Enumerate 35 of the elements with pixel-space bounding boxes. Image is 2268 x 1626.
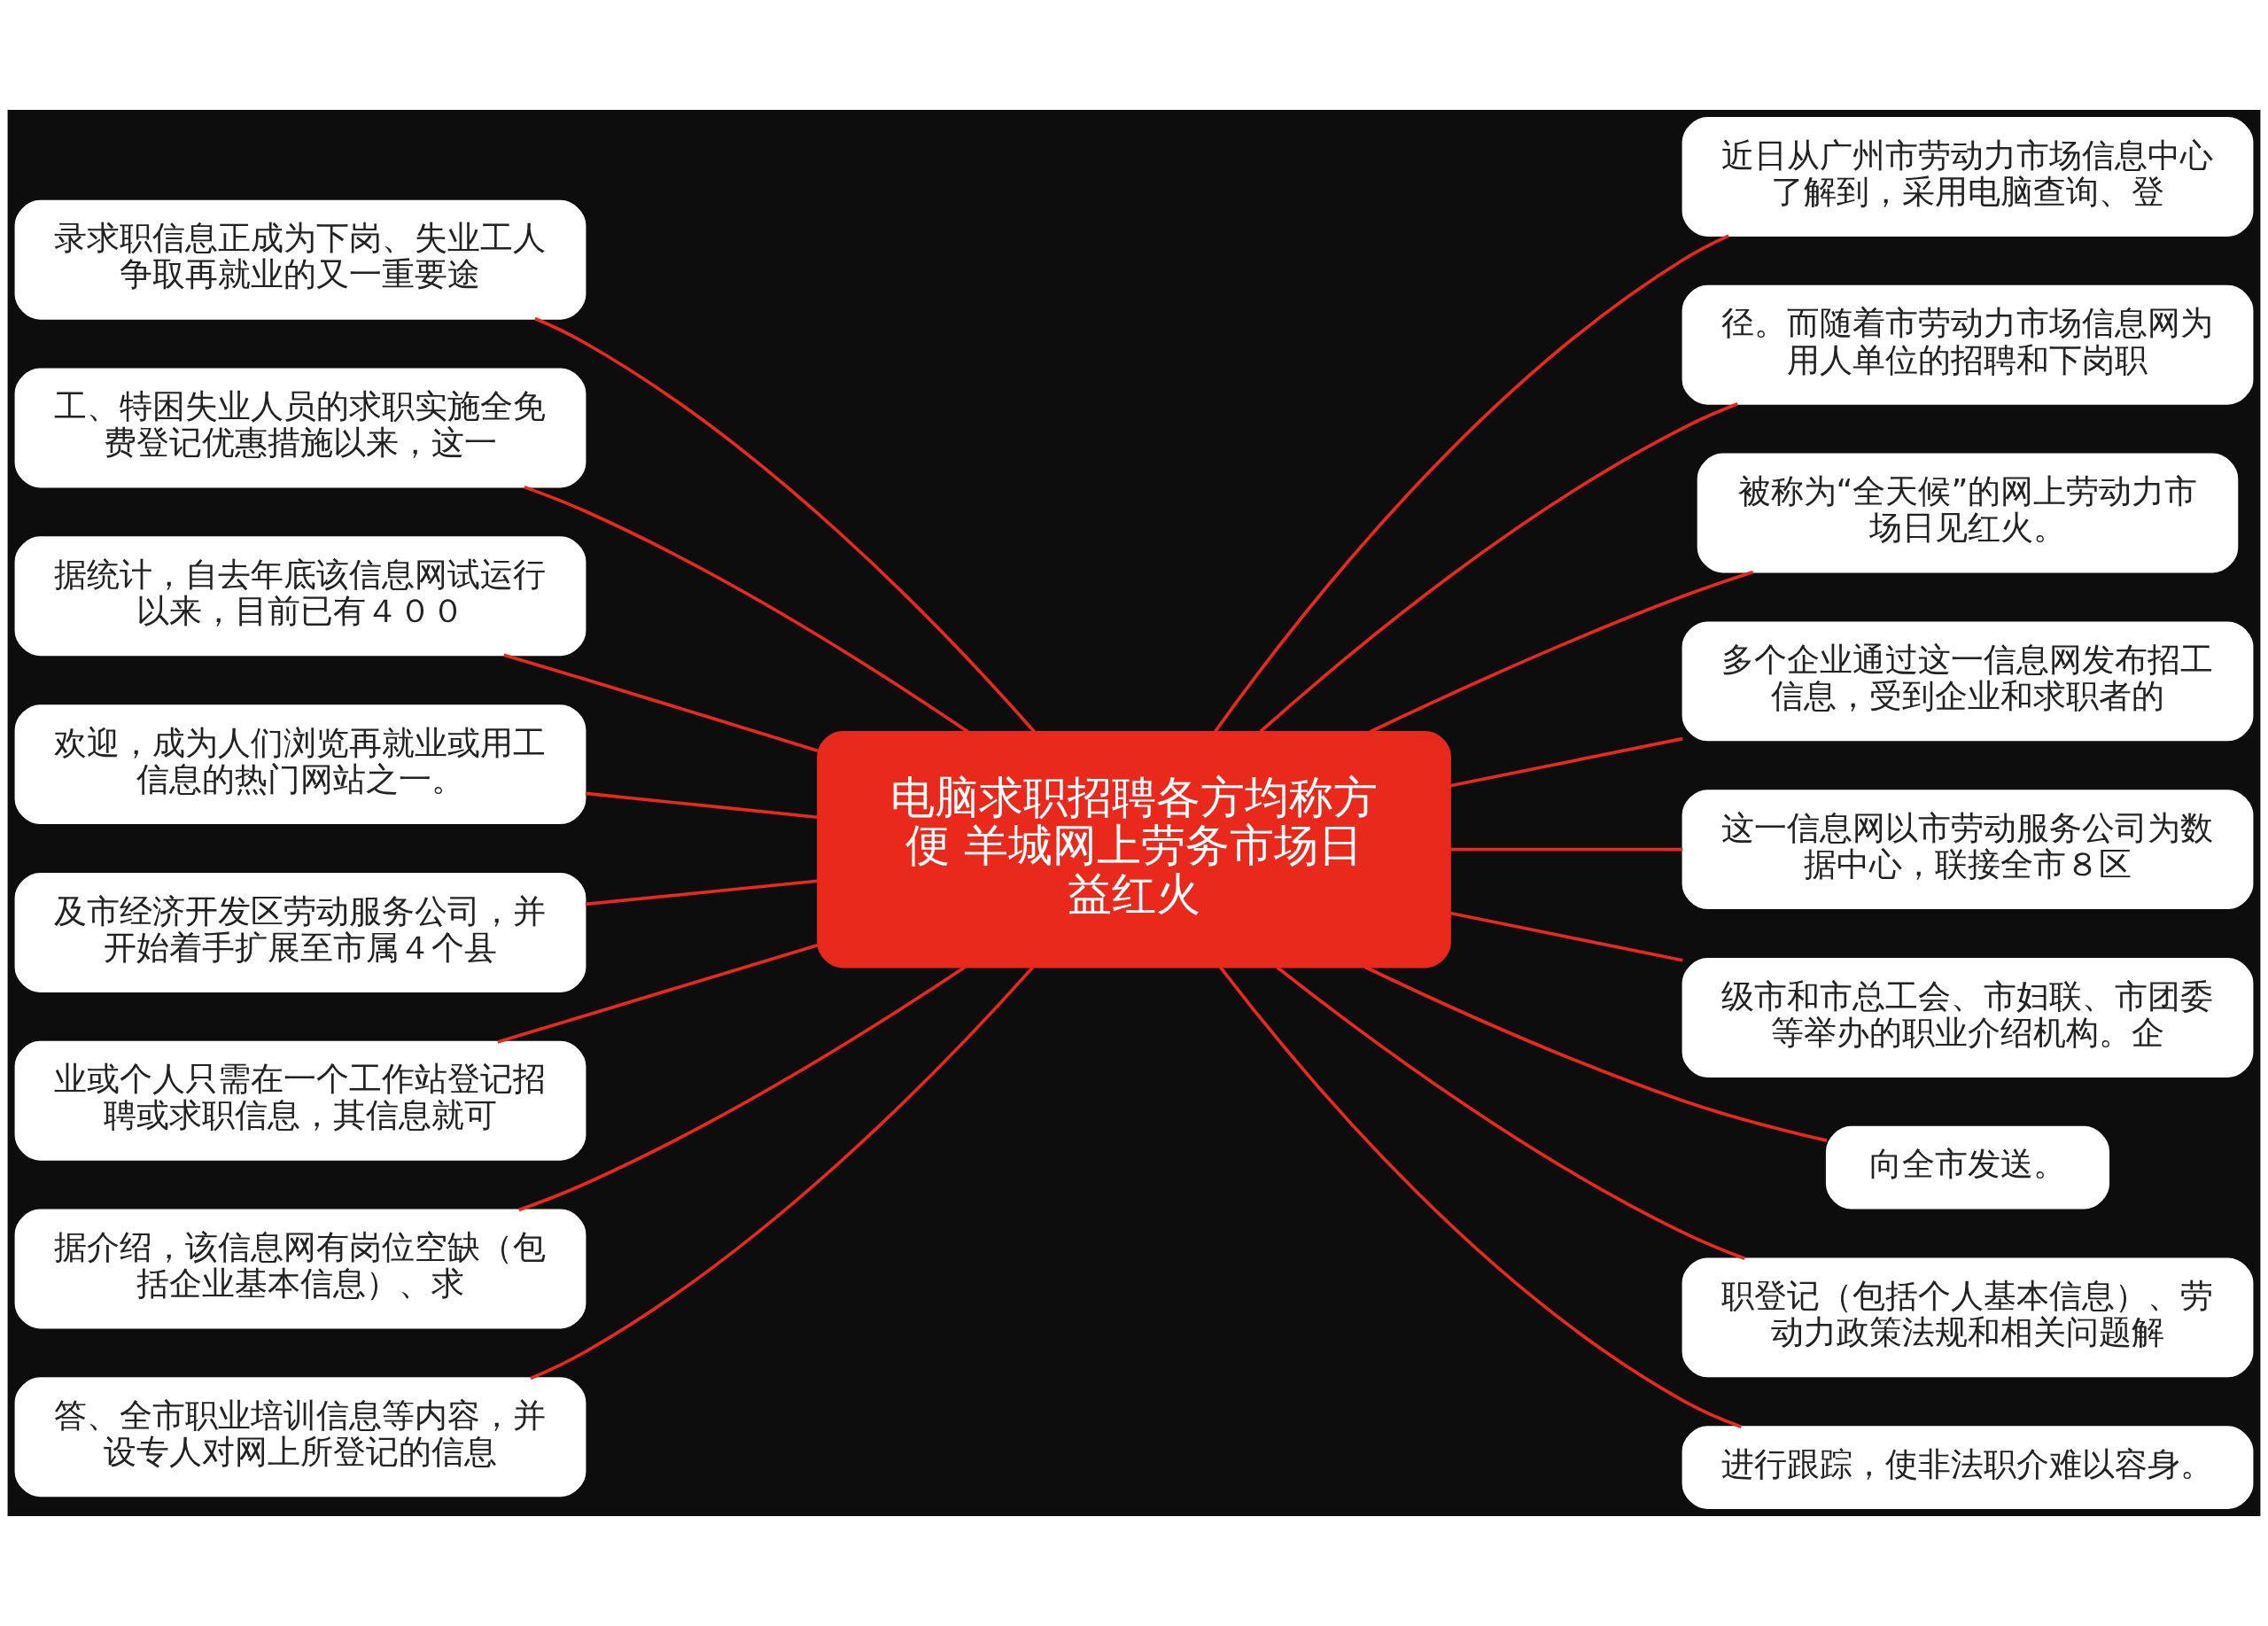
connector	[497, 943, 819, 1044]
connector	[1259, 402, 1738, 734]
connector	[1449, 736, 1683, 788]
node-box: 近日从广州市劳动力市场信息中心了解到，采用电脑查询、登	[1682, 117, 2254, 237]
node-box: 职登记（包括个人基本信息）、劳动力政策法规和相关问题解	[1682, 1257, 2254, 1378]
node-box: 欢迎，成为人们浏览再就业或用工信息的热门网站之一。	[14, 704, 586, 825]
connector	[1276, 966, 1745, 1261]
connector	[524, 485, 969, 734]
node-box: 据介绍，该信息网有岗位空缺（包括企业基本信息）、求	[14, 1209, 586, 1329]
connector	[1449, 911, 1683, 962]
node-box: 业或个人只需在一个工作站登记招聘或求职信息，其信息就可	[14, 1040, 586, 1161]
node-box: 级市和市总工会、市妇联、市团委等举办的职业介绍机构。企	[1682, 958, 2254, 1078]
connector	[1214, 234, 1729, 733]
connector	[1364, 965, 1828, 1142]
node-box: 及市经济开发区劳动服务公司，并开始着手扩展至市属４个县	[14, 872, 586, 992]
connector	[530, 966, 1034, 1381]
node-box: 工、特困失业人员的求职实施全免费登记优惠措施以来，这一	[14, 368, 586, 488]
connector	[1218, 966, 1743, 1428]
node-box: 录求职信息正成为下岗、失业工人争取再就业的又一重要途	[14, 199, 586, 320]
connector	[585, 791, 818, 820]
node-box: 向全市发送。	[1825, 1125, 2110, 1210]
node-box: 进行跟踪，使非法职介难以容身。	[1682, 1426, 2254, 1509]
node-box: 据统计，自去年底该信息网试运行以来，目前已有４００	[14, 536, 586, 657]
node-box: 电脑求职招聘各方均称方便 羊城网上劳务市场日益红火	[817, 730, 1451, 969]
connector	[518, 966, 966, 1212]
connector	[1450, 847, 1683, 852]
connector	[534, 316, 1036, 734]
connector	[585, 879, 818, 906]
node-box: 答、全市职业培训信息等内容，并设专人对网上所登记的信息	[14, 1377, 586, 1498]
node-box: 径。而随着市劳动力市场信息网为用人单位的招聘和下岗职	[1682, 284, 2254, 405]
connector	[503, 653, 819, 752]
connector	[1370, 570, 1754, 734]
node-box: 被称为“全天候”的网上劳动力市场日见红火。	[1697, 453, 2239, 573]
node-box: 这一信息网以市劳动服务公司为数据中心，联接全市８区	[1682, 790, 2254, 910]
node-box: 多个企业通过这一信息网发布招工信息，受到企业和求职者的	[1682, 621, 2254, 742]
